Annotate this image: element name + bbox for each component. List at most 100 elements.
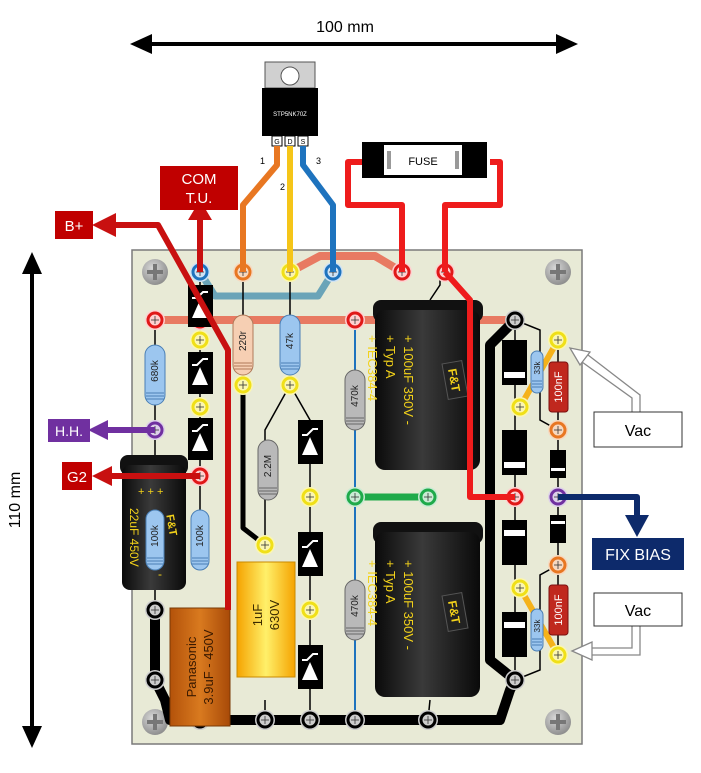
- resistor: 33k: [530, 608, 544, 652]
- height-label: 110 mm: [7, 472, 24, 529]
- pad-yellow: [300, 487, 320, 507]
- arrow-b-plus-icon: [92, 213, 116, 237]
- pad-yellow: [510, 578, 530, 598]
- pads: [145, 262, 568, 730]
- diode-icon: [550, 515, 566, 543]
- rectifier-diodes: [502, 340, 566, 657]
- svg-text:B+: B+: [65, 218, 84, 235]
- cap-label: + 100uF 350V -: [401, 560, 416, 650]
- vac-arrows: [568, 347, 641, 662]
- resistor-label: 470k: [350, 594, 361, 617]
- cap-label: 100nF: [553, 594, 565, 625]
- cap-label: + IEC384-4: [365, 560, 380, 626]
- width-label: 100 mm: [316, 19, 374, 36]
- diode-icon: [502, 340, 527, 385]
- pad-yellow: [190, 397, 210, 417]
- fuse-label: FUSE: [408, 156, 437, 168]
- svg-text:G2: G2: [67, 469, 87, 486]
- resistor-label: 100k: [150, 524, 161, 547]
- cap-label: + 100uF 350V -: [401, 335, 416, 425]
- pin-number: 1: [260, 156, 265, 166]
- label-fix-bias: FIX BIAS: [592, 538, 684, 570]
- svg-text:FIX BIAS: FIX BIAS: [605, 547, 671, 564]
- arrow-left-icon: [130, 34, 152, 54]
- label-hh: H.H.: [48, 419, 90, 442]
- cap-minus-mark: -: [158, 567, 162, 581]
- cap-100uf-top: + 100uF 350V - + Typ A + IEC384-4 F&T: [365, 300, 483, 470]
- brand-logo: F&T: [163, 514, 179, 537]
- zener-diode-icon: [298, 645, 323, 689]
- pad-yellow: [548, 645, 568, 665]
- zener-diodes-left: [188, 285, 213, 460]
- pin-label: S: [301, 139, 306, 146]
- pad-yellow: [548, 330, 568, 350]
- arrow-fix-bias-icon: [625, 515, 649, 537]
- pad-red: [345, 310, 365, 330]
- cap-label: + IEC384-4: [365, 335, 380, 401]
- cap-label: + Typ A: [383, 560, 398, 604]
- resistor: 470k: [344, 369, 366, 431]
- pad-orange: [548, 555, 568, 575]
- resistor-label: 33k: [533, 619, 542, 633]
- label-vac-bottom: Vac: [593, 592, 683, 627]
- pad-yellow: [255, 535, 275, 555]
- pad-yellow: [280, 375, 300, 395]
- pad-green: [345, 487, 365, 507]
- svg-text:H.H.: H.H.: [55, 423, 83, 439]
- zener-diode-icon: [188, 352, 213, 394]
- zener-diode-icon: [298, 532, 323, 576]
- cap-label: 630V: [267, 599, 282, 630]
- pad-green: [418, 487, 438, 507]
- cap-label: 3.9uF - 450V: [201, 629, 216, 704]
- cap-plus-marks: + + +: [138, 486, 163, 498]
- cap-label: 22uF 450V: [127, 508, 141, 567]
- diode-icon: [550, 450, 566, 478]
- label-g2: G2: [62, 462, 92, 490]
- diode-icon: [502, 520, 527, 565]
- arrow-down-icon: [22, 726, 42, 748]
- screw-icon: [142, 709, 168, 735]
- cap-100nf-bottom: 100nF: [548, 584, 569, 636]
- pad-yellow: [510, 397, 530, 417]
- label-com-tu: COM T.U.: [160, 166, 238, 210]
- pin-label: G: [274, 139, 279, 146]
- cap-label: + Typ A: [383, 335, 398, 379]
- resistor: 470k: [344, 579, 366, 641]
- pad-black: [145, 670, 165, 690]
- mosfet-leads: [240, 146, 336, 272]
- resistor: 220r: [232, 314, 254, 376]
- pad-black: [505, 670, 525, 690]
- cap-1uf: 1uF 630V: [236, 561, 296, 678]
- resistor-label: 220r: [238, 330, 249, 351]
- pad-red: [145, 310, 165, 330]
- resistor: 100k: [190, 509, 210, 571]
- svg-text:Vac: Vac: [625, 603, 651, 620]
- fuse: FUSE: [362, 142, 487, 178]
- fix-bias-wire: [558, 494, 640, 518]
- resistor: 2.2M: [257, 439, 279, 501]
- pad-yellow: [233, 375, 253, 395]
- brand-logo: F&T: [445, 599, 463, 625]
- pad-yellow: [190, 330, 210, 350]
- cap-label: 1uF: [250, 604, 265, 626]
- svg-text:COM: COM: [182, 171, 217, 188]
- zener-diode-icon: [298, 420, 323, 464]
- arrow-g2-icon: [92, 466, 112, 486]
- label-b-plus: B+: [55, 211, 93, 239]
- mounting-screws: [142, 259, 571, 735]
- diode-icon: [502, 612, 527, 657]
- arrow-right-icon: [556, 34, 578, 54]
- arrow-hh-icon: [88, 420, 108, 440]
- cap-panasonic: Panasonic 3.9uF - 450V: [169, 607, 231, 727]
- svg-text:Vac: Vac: [625, 423, 651, 440]
- pad-black: [145, 600, 165, 620]
- resistor: 33k: [530, 350, 544, 394]
- screw-icon: [545, 259, 571, 285]
- diode-icon: [502, 430, 527, 475]
- resistor-label: 680k: [150, 359, 161, 382]
- pad-black: [505, 310, 525, 330]
- arrow-up-icon: [22, 252, 42, 274]
- zener-diodes-middle: [298, 420, 323, 689]
